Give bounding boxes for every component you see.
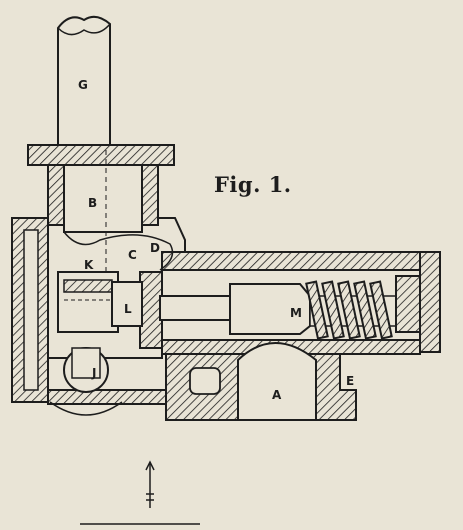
orientation-mark xyxy=(145,460,155,508)
chamber-b-walls xyxy=(47,150,159,330)
label-l: L xyxy=(124,302,132,316)
label-j: J xyxy=(92,366,97,380)
label-c: C xyxy=(128,248,137,262)
label-b: B xyxy=(88,196,98,210)
label-a: A xyxy=(272,388,282,402)
end-cap xyxy=(395,275,421,333)
label-g: G xyxy=(78,78,88,92)
chamber-c xyxy=(63,231,174,271)
label-d: D xyxy=(150,241,160,255)
label-m: M xyxy=(290,306,302,320)
spring-m xyxy=(305,280,393,340)
valve-seat-d xyxy=(139,271,163,349)
figure-caption: Fig. 1. xyxy=(214,172,292,197)
label-k: K xyxy=(84,258,94,272)
upper-flange xyxy=(27,144,175,166)
housing xyxy=(11,217,441,421)
roller-j xyxy=(49,347,123,416)
piston-k xyxy=(57,271,143,333)
pipe-g xyxy=(57,15,111,146)
label-e: E xyxy=(346,374,355,388)
